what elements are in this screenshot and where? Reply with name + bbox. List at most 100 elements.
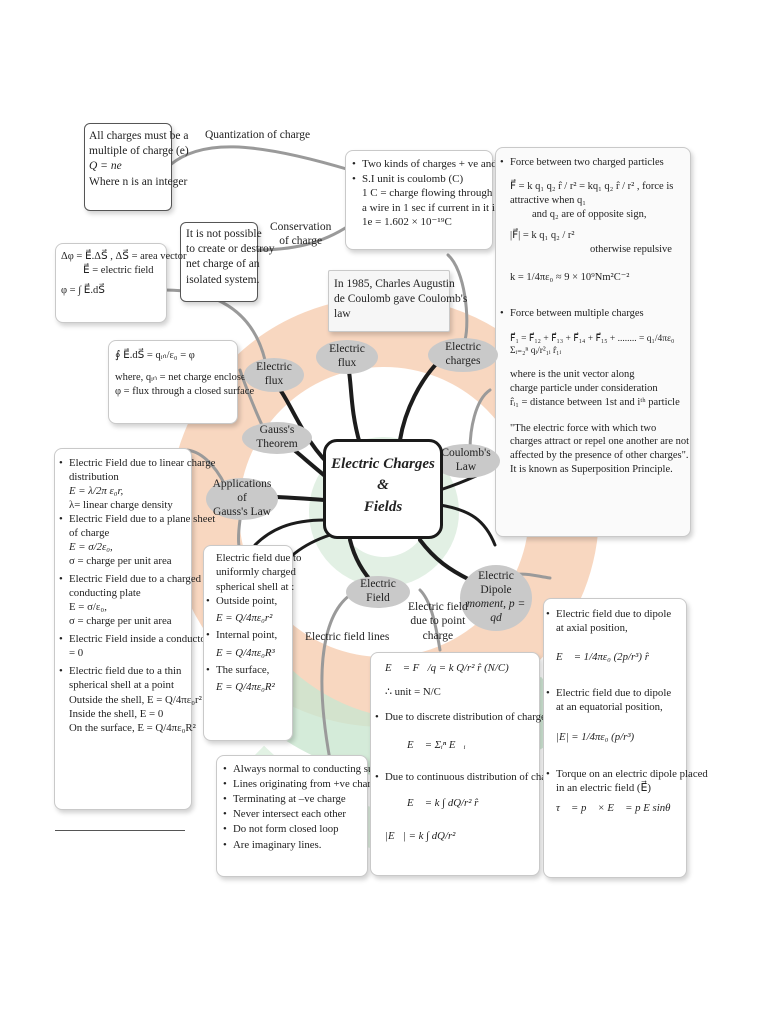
coulomb-line: Force between multiple charges	[510, 307, 684, 321]
node-electric-dipole: Electric Dipole moment, p = qd	[460, 565, 532, 631]
applications-line: of charge	[69, 527, 110, 540]
coulomb-line: where is the unit vector along	[510, 368, 635, 380]
dipole-line: at an equatorial position,	[556, 701, 663, 713]
divider-line	[55, 830, 185, 831]
gauss-line: where, qᵢₙ = net charge enclosed	[115, 371, 251, 383]
field-lines-box: Always normal to conducting surface Line…	[216, 755, 395, 877]
coulomb-history-box: In 1985, Charles Augustin de Coulomb gav…	[328, 270, 468, 332]
gauss-theorem-box: ∮ E⃗.dS⃗ = qᵢₙ/ε₀ = φ where, qᵢₙ = net c…	[108, 340, 254, 424]
point-charge-line: ∴ unit = N/C	[385, 686, 441, 699]
conservation-line: to create or destroy	[186, 243, 275, 256]
applications-line: σ = charge per unit area	[69, 615, 172, 628]
dipole-formula: τ⃗ = p⃗ × E⃗ = p E sinθ	[556, 802, 671, 814]
node-electric-field: Electric Field	[346, 576, 410, 608]
point-charge-box: E⃗ = F⃗/q = k Q/r² r̂ (N/C) ∴ unit = N/C…	[370, 652, 564, 876]
applications-line: Electric Field inside a conductor	[69, 632, 209, 646]
applications-line: = 0	[69, 647, 84, 660]
applications-line: λ= linear charge density	[69, 499, 173, 512]
coulomb-formula: F⃗₁ = F⃗₁₂ + F⃗₁₃ + F⃗₁₄ + F⃗₁₅ + ......…	[510, 333, 675, 357]
applications-line: Electric Field due to a plane sheet	[69, 512, 215, 526]
point-label-line: due to point	[410, 615, 466, 628]
quantization-box: All charges must be a multiple of charge…	[84, 123, 189, 211]
applications-line: σ = charge per unit area	[69, 555, 172, 568]
applications-line: Electric Field due to linear charge	[69, 456, 215, 470]
quantization-line: Where n is an integer	[89, 175, 188, 188]
field-lines-line: Terminating at –ve charge	[233, 792, 363, 807]
node-applications: Applications of Gauss's Law	[206, 478, 278, 520]
point-charge-formula: |E⃗| = k ∫ dQ/r²	[385, 829, 456, 842]
node-electric-charges: Electric charges	[428, 338, 498, 372]
coulomb-history-line: de Coulomb gave Coulomb's	[334, 293, 468, 306]
quantization-formula: Q = ne	[89, 160, 122, 173]
applications-line: On the surface, E = Q/4πε₀R²	[69, 721, 196, 734]
central-topic: Electric Charges & Fields	[323, 439, 443, 539]
dipole-box: Electric field due to dipole at axial po…	[543, 598, 708, 878]
conservation-box: It is not possible to create or destroy …	[180, 222, 275, 302]
applications-line: distribution	[69, 471, 119, 484]
applications-line: Outside the shell, E = Q/4πε₀r²	[69, 693, 202, 706]
applications-line: Electric field due to a thin	[69, 664, 186, 678]
point-label-line: Electric field	[408, 601, 468, 613]
superposition-line: "The electric force with which two	[510, 422, 657, 434]
shell-line: The surface,	[216, 663, 288, 677]
shell-line: spherical shell at :	[216, 580, 295, 593]
applications-line: conducting plate	[69, 587, 141, 600]
central-topic-line: &	[377, 477, 389, 494]
point-charge-line: Due to discrete distribution of charges	[385, 710, 550, 724]
charges-line: 1e = 1.602 × 10⁻¹⁹C	[362, 216, 452, 229]
field-lines-line: Lines originating from +ve charge	[233, 777, 381, 792]
conservation-label-line: Conservation	[270, 221, 332, 233]
node-electric-flux-top: Electric flux	[316, 340, 378, 374]
gauss-line: ∮ E⃗.dS⃗ = qᵢₙ/ε₀ = φ	[115, 350, 195, 361]
node-electric-flux-left: Electric flux	[244, 358, 304, 392]
superposition-line: charges attract or repel one another are…	[510, 436, 690, 448]
dipole-line: Torque on an electric dipole placed	[556, 767, 708, 781]
flux-line: Δφ = E⃗.ΔS⃗ , ΔS⃗ = area vector	[61, 251, 187, 262]
coulomb-formula: |F⃗| = k q₁ q₂ / r²	[510, 230, 575, 242]
charges-line: Two kinds of charges + ve and – ve	[362, 157, 518, 172]
coulombs-law-box: Force between two charged particles F⃗ =…	[495, 147, 691, 537]
point-label-line: charge	[422, 629, 454, 642]
applications-line: spherical shell at a point	[69, 679, 174, 692]
coulomb-formula: k = 1/4πε₀ ≈ 9 × 10⁹Nm²C⁻²	[510, 272, 630, 284]
field-lines-line: Are imaginary lines.	[233, 838, 363, 853]
quantization-label: Quantization of charge	[205, 129, 311, 141]
field-lines-line: Never intersect each other	[233, 807, 363, 822]
conservation-label-line: of charge	[279, 235, 323, 248]
shell-line: Outside point,	[216, 594, 288, 608]
point-charge-formula: E⃗ = k ∫ dQ/r² r̂	[407, 797, 479, 810]
shell-formula: E = Q/4πε₀R³	[216, 646, 275, 659]
shell-formula: E = Q/4πε₀r²	[216, 612, 273, 624]
dipole-line: Electric field due to dipole	[556, 686, 682, 700]
dipole-line: at axial position,	[556, 622, 628, 635]
quantization-line: multiple of charge (e)	[89, 145, 189, 158]
coulomb-line: Force between two charged particles	[510, 156, 684, 170]
applications-formula: E = σ/ε₀,	[69, 601, 107, 614]
applications-line: Electric Field due to a charged	[69, 572, 201, 586]
node-applications-line: Gauss's Law	[213, 505, 271, 518]
electric-field-point-label: Electric field due to point charge	[408, 600, 468, 643]
coulomb-history-line: In 1985, Charles Augustin	[334, 278, 455, 290]
dipole-formula: E⃗ = 1/4πε₀ (2p/r³) r̂	[556, 650, 649, 663]
node-dipole-line: moment, p = qd	[466, 598, 526, 624]
point-charge-formula: E⃗ = Σᵢⁿ E⃗ᵢ	[407, 738, 466, 751]
dipole-formula: |E| = 1/4πε₀ (p/r³)	[556, 731, 635, 744]
node-gauss-theorem: Gauss's Theorem	[242, 422, 312, 454]
electric-flux-box: Δφ = E⃗.ΔS⃗ , ΔS⃗ = area vector E⃗ = ele…	[55, 243, 187, 323]
conservation-line: isolated system.	[186, 273, 260, 286]
coulomb-line: charge particle under consideration	[510, 382, 658, 394]
central-topic-line: Electric Charges	[331, 456, 435, 472]
node-applications-line: Applications of	[212, 478, 272, 505]
field-lines-line: Do not form closed loop	[233, 822, 363, 837]
charges-line: S.I unit is coulomb (C)	[362, 172, 486, 187]
applications-formula: E = σ/2ε₀,	[69, 541, 113, 554]
central-topic-line: Fields	[363, 498, 403, 515]
dipole-line: in an electric field (E⃗)	[556, 781, 651, 794]
dipole-line: Electric field due to dipole	[556, 607, 682, 621]
point-charge-line: Due to continuous distribution of charge…	[385, 770, 564, 784]
charges-line: 1 C = charge flowing through	[362, 187, 493, 200]
applications-line: Inside the shell, E = 0	[69, 707, 164, 720]
coulomb-line: and q₂ are of opposite sign,	[532, 208, 647, 220]
node-dipole-line: Electric Dipole	[478, 570, 514, 597]
point-charge-formula: E⃗ = F⃗/q = k Q/r² r̂ (N/C)	[385, 662, 509, 674]
